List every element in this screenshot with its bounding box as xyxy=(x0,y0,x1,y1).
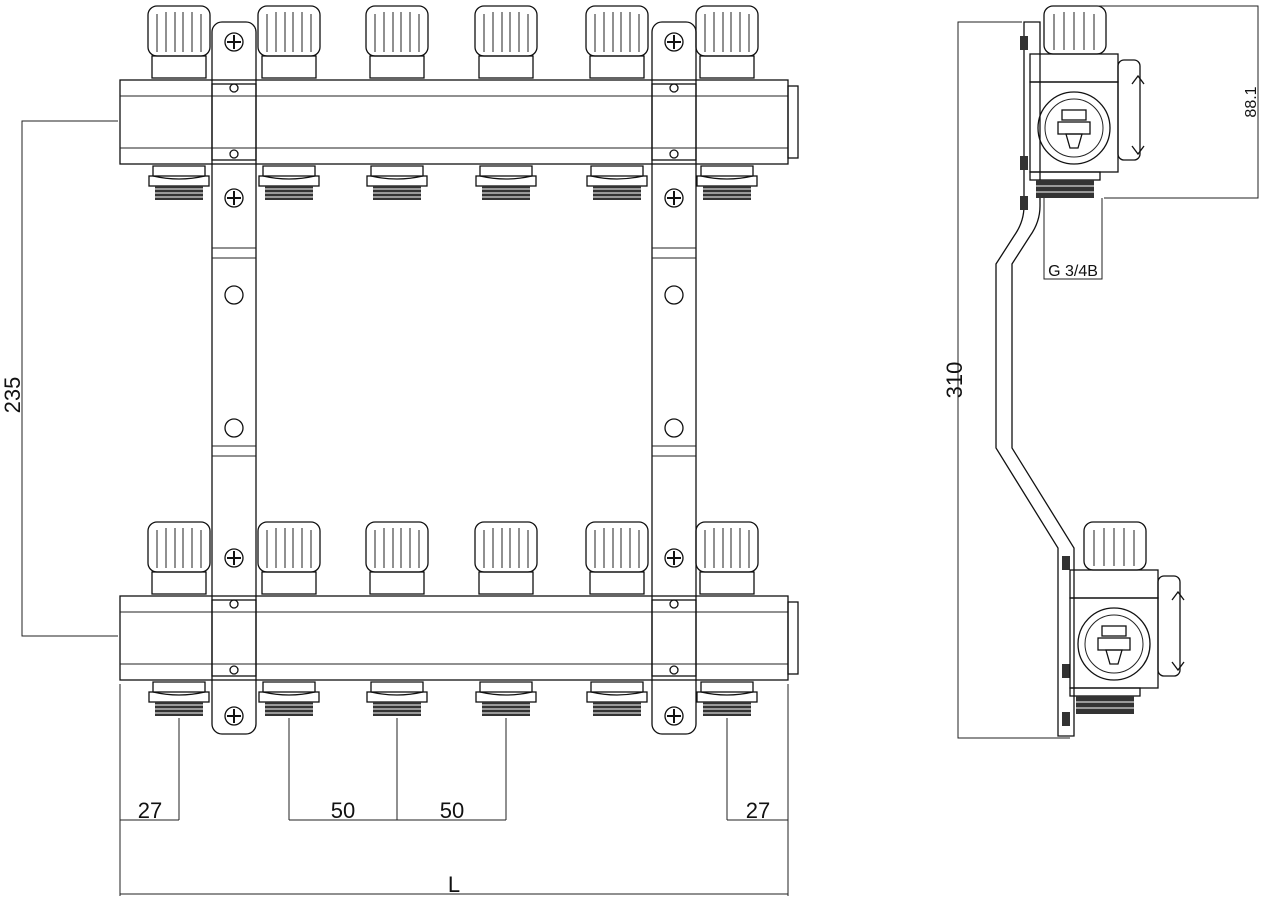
bottom-outlet-fittings xyxy=(148,681,758,717)
thread-callout: G 3/4B xyxy=(1043,198,1103,280)
dimension-pitch-1-label: 50 xyxy=(331,798,355,823)
top-manifold xyxy=(119,5,799,208)
dimension-pitches: 27 50 50 27 xyxy=(119,684,789,896)
dimension-pitch-2-label: 50 xyxy=(440,798,464,823)
bottom-manifold-bar xyxy=(119,595,789,681)
dimension-side-depth-label: 88.1 xyxy=(1243,86,1260,117)
dimension-height-label: 235 xyxy=(0,377,25,414)
bottom-manifold xyxy=(119,521,799,726)
left-bracket xyxy=(211,21,257,735)
dimension-side-depth: 88.1 xyxy=(1090,5,1260,199)
dimension-edge-right-label: 27 xyxy=(746,798,770,823)
thread-label: G 3/4B xyxy=(1048,263,1098,280)
side-bottom-valve xyxy=(1069,521,1185,715)
dimension-edge-left-label: 27 xyxy=(138,798,162,823)
dimension-length: L xyxy=(120,872,788,897)
side-top-valve xyxy=(1029,5,1145,199)
right-bracket xyxy=(651,21,697,735)
front-view: 235 27 50 50 27 L xyxy=(0,5,799,897)
side-bracket-profile xyxy=(995,21,1075,737)
dimension-length-label: L xyxy=(448,872,460,897)
top-manifold-bar xyxy=(119,79,789,165)
dimension-side-height-label: 310 xyxy=(942,362,967,399)
dimension-side-height: 310 xyxy=(942,21,1070,739)
side-view: 310 88.1 G 3/4B xyxy=(942,5,1260,739)
dimension-height: 235 xyxy=(0,120,118,637)
